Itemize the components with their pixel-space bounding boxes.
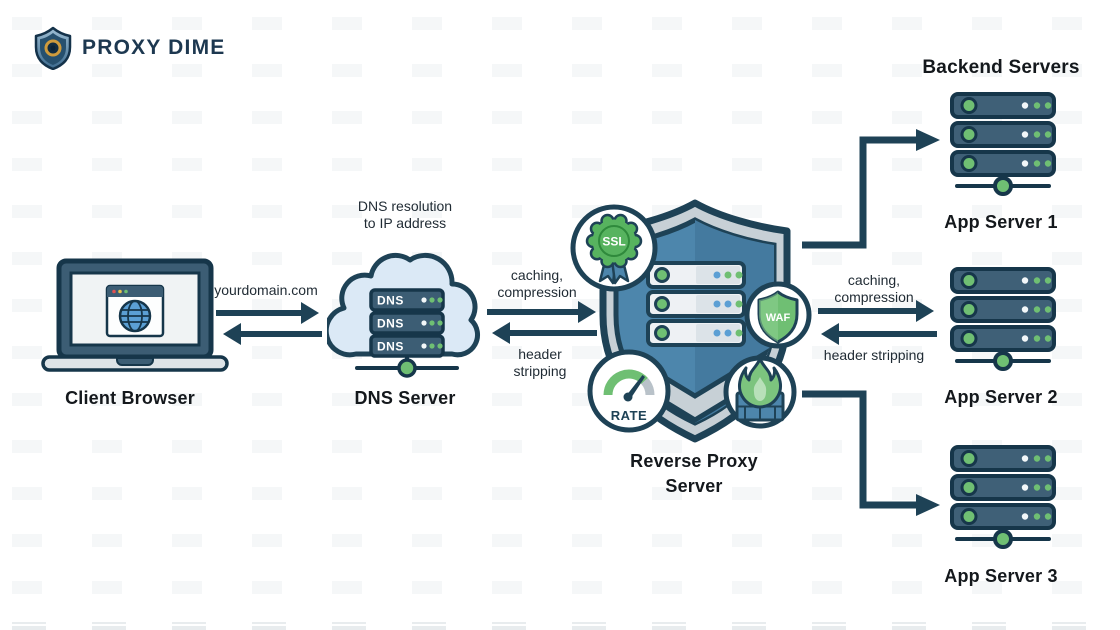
waf-badge-label: WAF xyxy=(766,312,791,324)
dns-proxy-request-label: caching, compression xyxy=(497,267,577,300)
client-dns-request-label: yourdomain.com xyxy=(214,282,318,298)
reverse-proxy-label: Reverse Proxy Server xyxy=(630,451,758,496)
response-arrow xyxy=(223,323,322,345)
dns-rack-bar-label: DNS xyxy=(377,294,404,308)
response-arrow xyxy=(821,323,937,345)
ssl-badge-icon: SSL xyxy=(570,204,658,292)
firewall-badge-icon xyxy=(723,355,797,429)
dns-server-label: DNS Server xyxy=(354,388,456,408)
brand-name: PROXY DIME xyxy=(82,36,226,59)
elbow-connectors xyxy=(802,129,940,516)
rate-badge-label: RATE xyxy=(611,408,647,423)
request-arrow xyxy=(216,302,319,324)
waf-badge-icon: WAF xyxy=(744,281,812,349)
proxy-shield-icon: SSL WAF RATE xyxy=(570,199,812,443)
response-arrow xyxy=(492,322,597,344)
app-server-label: App Server 2 xyxy=(944,387,1058,407)
proxy-backend-request-label: caching, compression xyxy=(834,272,914,305)
shield-logo-icon xyxy=(34,26,72,70)
app-server-label: App Server 3 xyxy=(944,566,1058,586)
app-server-stack-icon xyxy=(950,92,1056,196)
dns-rack-bar-label: DNS xyxy=(377,317,404,331)
app-server-stack-icon xyxy=(950,445,1056,549)
proxy-backend-response-label: header stripping xyxy=(823,347,925,363)
dns-cloud-icon: DNS DNS DNS xyxy=(327,252,480,378)
brand-logo: PROXY DIME xyxy=(34,26,225,70)
dns-rack-bar-label: DNS xyxy=(377,340,404,354)
rate-badge-icon: RATE xyxy=(587,349,671,433)
request-arrow xyxy=(818,300,934,322)
dns-annotation: DNS resolution to IP address xyxy=(357,198,453,231)
app-server-label: App Server 1 xyxy=(944,212,1058,232)
app-server-stack-icon xyxy=(950,267,1056,371)
request-arrow xyxy=(487,301,596,323)
ssl-badge-label: SSL xyxy=(602,235,625,249)
client-browser-label: Client Browser xyxy=(65,388,195,408)
laptop-icon xyxy=(41,258,229,372)
backend-title: Backend Servers xyxy=(922,57,1080,78)
dns-proxy-response-label: header stripping xyxy=(513,346,567,379)
